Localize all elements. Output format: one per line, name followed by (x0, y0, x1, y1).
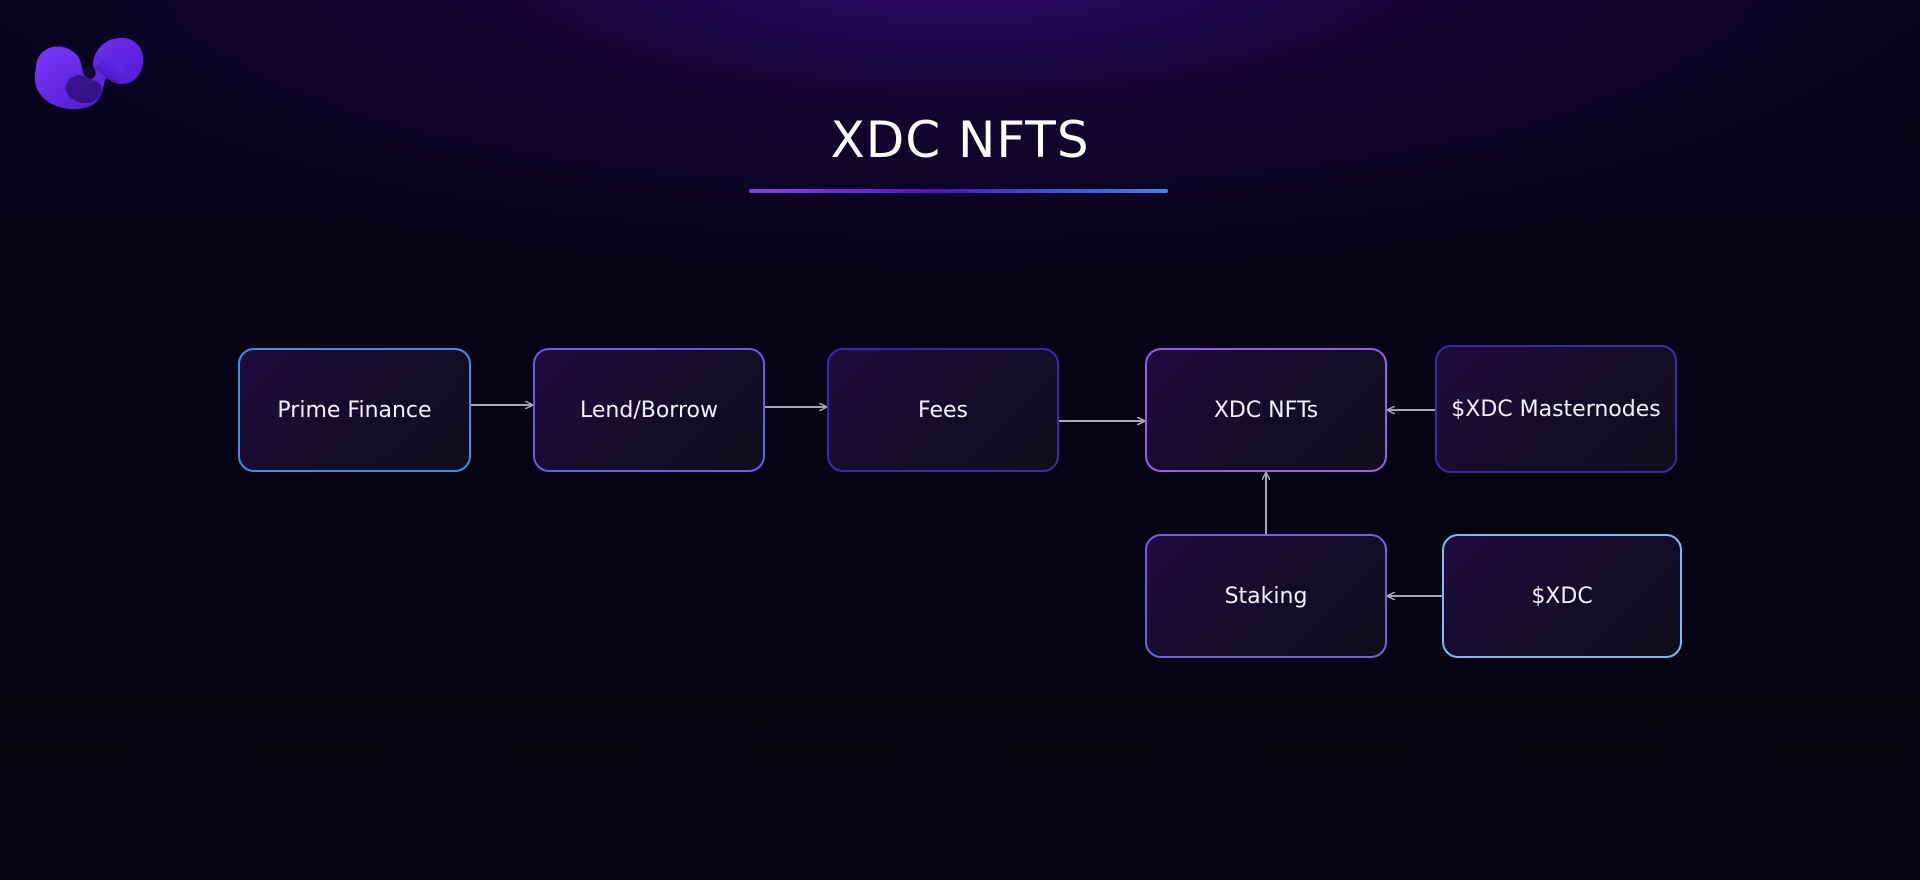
node-staking: Staking (1145, 534, 1387, 658)
page-title: XDC NFTS (830, 111, 1090, 169)
node-staking-label: Staking (1224, 583, 1308, 609)
node-lend-borrow: Lend/Borrow (533, 348, 765, 472)
brand-logo-icon (34, 37, 144, 110)
node-xdc: $XDC (1442, 534, 1682, 658)
node-xdc-label: $XDC (1531, 583, 1593, 609)
node-xdc-nfts: XDC NFTs (1145, 348, 1387, 472)
node-xdc-nfts-label: XDC NFTs (1213, 397, 1319, 423)
node-lend-borrow-label: Lend/Borrow (580, 397, 718, 423)
title-underline (749, 189, 1168, 193)
node-prime-finance-label: Prime Finance (277, 397, 432, 423)
node-fees: Fees (827, 348, 1059, 472)
node-xdc-masternodes-label: $XDC Masternodes (1451, 396, 1661, 422)
node-xdc-masternodes: $XDC Masternodes (1435, 345, 1677, 473)
node-fees-label: Fees (918, 397, 968, 423)
node-prime-finance: Prime Finance (238, 348, 471, 472)
